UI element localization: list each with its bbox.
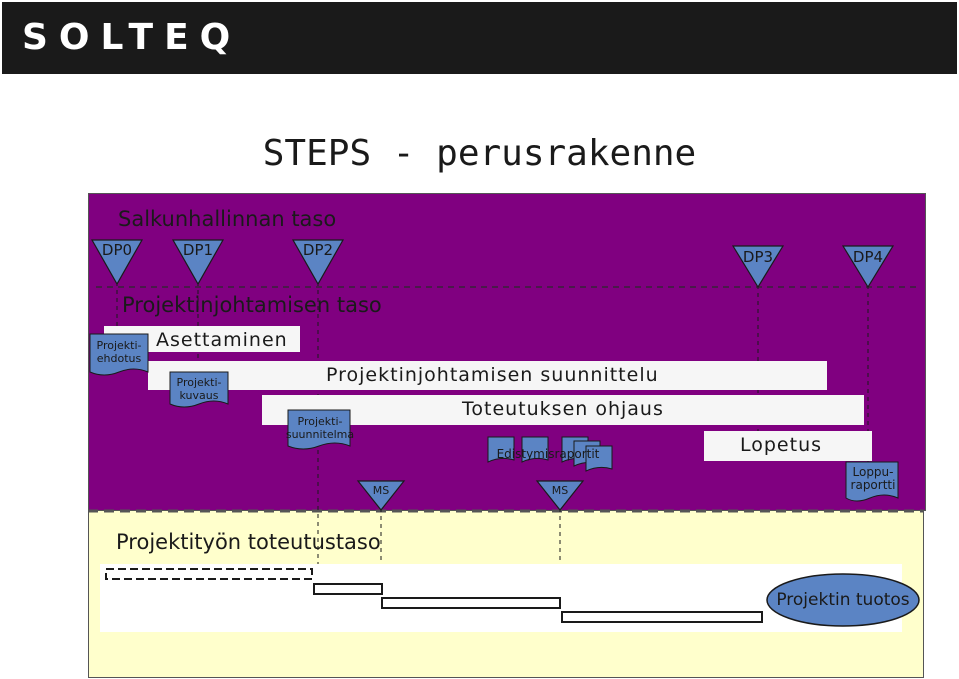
implementation-level-label: Projektityön toteutustaso xyxy=(116,530,381,554)
control-phase-label: Toteutuksen ohjaus xyxy=(462,398,664,420)
proposal-doc-label: Projekti- ehdotus xyxy=(88,339,150,365)
progress-doc-2 xyxy=(521,436,549,463)
final-doc-line2: raportti xyxy=(850,478,896,492)
final-doc-shape xyxy=(845,461,899,502)
dp3-label: DP3 xyxy=(742,248,774,266)
description-doc-line2: kuvaus xyxy=(179,389,219,402)
company-logo: SOLTEQ xyxy=(22,17,242,58)
progress-doc-1 xyxy=(487,436,515,463)
dp1-label: DP1 xyxy=(182,241,214,259)
dp0-label: DP0 xyxy=(101,241,133,259)
work-package-1 xyxy=(105,568,313,580)
proposal-doc-line1: Projekti- xyxy=(96,339,142,352)
proposal-doc-shape xyxy=(89,333,149,376)
plan-doc-line2: suunnitelma xyxy=(285,428,355,441)
title-text: STEPS - perusrakenne xyxy=(262,133,697,174)
dp4-label: DP4 xyxy=(852,248,884,266)
plan-doc-label: Projekti- suunnitelma xyxy=(280,415,360,441)
final-doc-line1: Loppu- xyxy=(852,465,894,479)
ms2-triangle xyxy=(535,480,585,511)
planning-phase-label: Projektinjohtamisen suunnittelu xyxy=(326,364,659,386)
proposal-doc-line2: ehdotus xyxy=(96,352,142,365)
work-package-2 xyxy=(313,583,383,595)
control-bar xyxy=(262,395,864,425)
header-bar xyxy=(2,2,957,74)
work-package-4 xyxy=(561,611,763,623)
dp4-triangle xyxy=(841,245,895,289)
ms2-label: MS xyxy=(551,484,569,497)
setup-phase-label: Asettaminen xyxy=(156,329,288,351)
deliverable-label: Projektin tuotos xyxy=(776,590,910,610)
dp2-label: DP2 xyxy=(302,241,334,259)
final-doc-label: Loppu- raportti xyxy=(846,466,900,492)
dp1-triangle xyxy=(171,239,225,286)
deliverable-ellipse xyxy=(766,573,920,627)
work-package-3 xyxy=(381,597,561,609)
page-title: STEPS - perusrakenne xyxy=(0,133,959,174)
description-doc-label: Projekti- kuvaus xyxy=(169,376,229,402)
ms1-label: MS xyxy=(372,484,390,497)
progress-doc-3c xyxy=(585,445,613,472)
portfolio-level-label: Salkunhallinnan taso xyxy=(118,207,337,231)
plan-doc-shape xyxy=(287,409,351,450)
dp-triangles xyxy=(90,239,895,289)
closing-bar xyxy=(704,431,872,461)
description-doc-line1: Projekti- xyxy=(176,376,222,389)
plan-doc-line1: Projekti- xyxy=(297,415,343,428)
ms1-triangle xyxy=(356,480,406,511)
planning-bar xyxy=(148,361,827,390)
dp2-triangle xyxy=(291,239,345,286)
closing-phase-label: Lopetus xyxy=(740,434,823,456)
dp0-triangle xyxy=(90,239,144,286)
description-doc-shape xyxy=(169,371,229,408)
progress-reports-label: Edistymisraportit xyxy=(496,447,600,461)
dp3-triangle xyxy=(731,245,785,289)
pm-level-label: Projektinjohtamisen taso xyxy=(122,293,382,317)
